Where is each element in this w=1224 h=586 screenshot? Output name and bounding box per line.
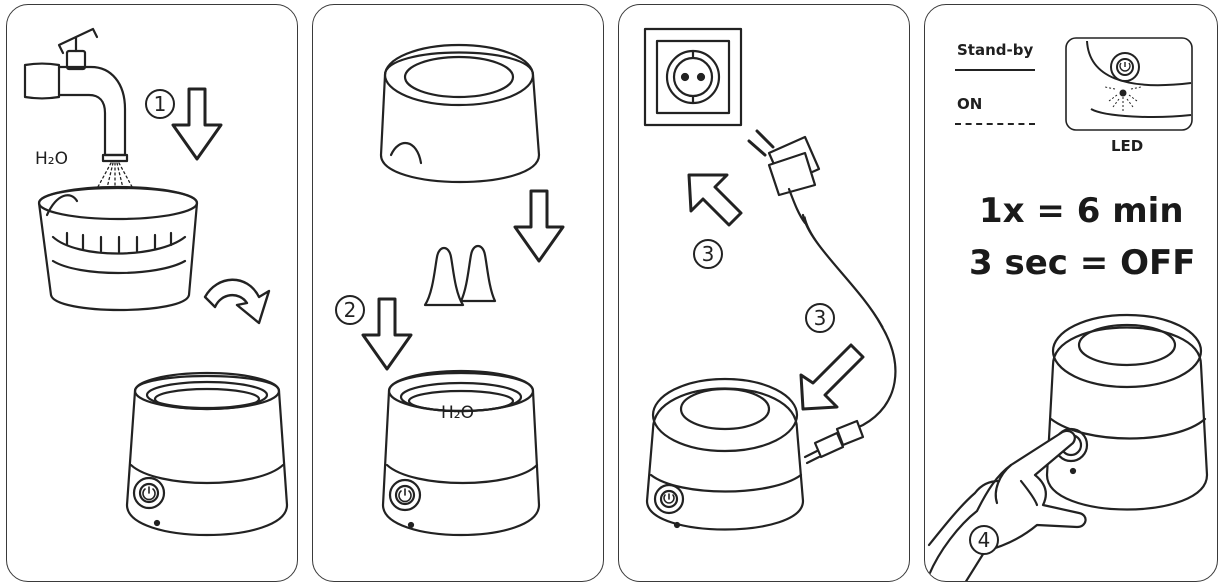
step-number-3: 3 — [805, 303, 835, 333]
on-label: ON — [957, 95, 983, 113]
down-arrow-icon — [513, 189, 565, 263]
inner-tank — [37, 185, 199, 312]
step-number-text: 3 — [701, 242, 715, 266]
down-left-arrow-icon — [799, 343, 865, 411]
dc-connector — [803, 419, 865, 465]
standby-line — [955, 69, 1035, 71]
step-number-3: 3 — [693, 239, 723, 269]
panel-operation: Stand-by ON LED 1x = 6 min 3 sec = OFF — [924, 4, 1218, 582]
rule-press-once: 1x = 6 min — [979, 191, 1184, 231]
panel-assemble: H₂O 2 — [312, 4, 604, 582]
panel-fill-water: H₂O 1 — [6, 4, 298, 582]
water-tap-icon — [23, 27, 129, 163]
step-number-text: 2 — [343, 298, 357, 322]
step-number-2: 2 — [335, 295, 365, 325]
led-label: LED — [1111, 137, 1144, 155]
step-number-text: 1 — [153, 92, 167, 116]
diffuser-base — [125, 371, 289, 537]
diffuser-lid — [379, 43, 541, 184]
panel-2-drawing — [379, 43, 541, 537]
h2o-label: H₂O — [441, 403, 474, 423]
step-number-text: 3 — [813, 306, 827, 330]
rule-hold-off: 3 sec = OFF — [969, 243, 1196, 283]
panel-1-drawing — [23, 27, 289, 537]
led-icon — [1065, 37, 1193, 131]
cone-parts — [423, 244, 497, 307]
down-arrow-icon — [171, 87, 223, 161]
panel-3-drawing — [643, 27, 897, 531]
power-plug-icon — [747, 129, 821, 225]
up-left-arrow-icon — [687, 173, 743, 227]
step-number-1: 1 — [145, 89, 175, 119]
hand-press-icon — [927, 429, 1087, 581]
panel-4-drawing — [927, 313, 1209, 581]
diffuser-unit — [645, 377, 805, 531]
step-number-text: 4 — [977, 528, 991, 552]
diffuser-unit — [1045, 313, 1209, 511]
step-number-4: 4 — [969, 525, 999, 555]
rotate-arrow-icon — [203, 278, 271, 325]
h2o-label: H₂O — [35, 149, 68, 169]
panel-power: 3 3 — [618, 4, 910, 582]
down-arrow-icon — [361, 297, 413, 371]
diffuser-base — [381, 369, 541, 537]
on-line — [955, 123, 1035, 125]
wall-socket-icon — [643, 27, 743, 127]
standby-label: Stand-by — [957, 41, 1034, 59]
